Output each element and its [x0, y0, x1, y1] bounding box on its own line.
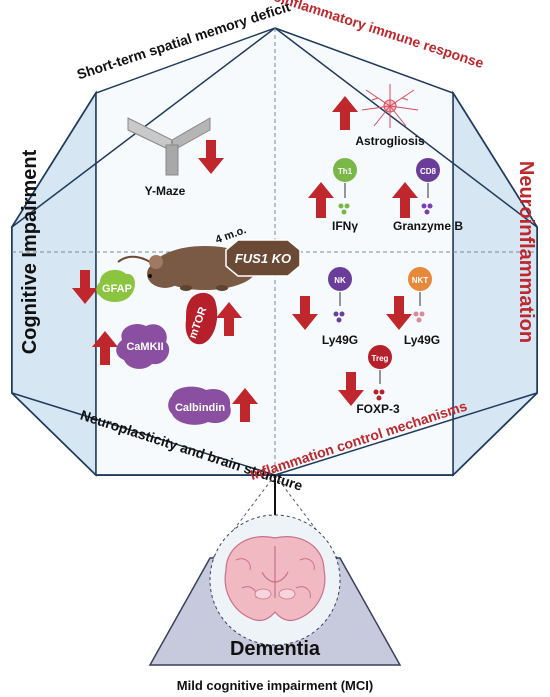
mtor-protein-icon: mTOR: [185, 292, 218, 345]
frame-line: [274, 27, 538, 228]
y-maze-label: Y-Maze: [145, 184, 186, 198]
camkii-protein-icon: CaMKII: [116, 323, 170, 369]
nkt-down-arrow: [386, 296, 412, 330]
gfap-down-arrow: [72, 270, 98, 304]
nk-cell-icon: NK: [328, 267, 352, 291]
astrogliosis-up-arrow: [332, 96, 358, 130]
camkii-up-arrow: [92, 331, 118, 365]
nk-ly49g-molecules-icon: [333, 311, 345, 323]
calbindin-up-arrow: [232, 388, 258, 422]
treg-cell-icon: Treg: [368, 345, 392, 369]
frame-line: [274, 392, 538, 476]
nkt-cell-label: NKT: [412, 276, 429, 285]
mci-caption: Mild cognitive impairment (MCI): [177, 678, 373, 693]
foxp3-label: FOXP-3: [356, 402, 400, 416]
cd8-cell-label: CD8: [420, 167, 437, 176]
gfap-protein-icon: GFAP: [96, 269, 135, 302]
granzyme-molecules-icon: [421, 203, 433, 215]
nkt-ly49g-label: Ly49G: [404, 333, 440, 347]
th1-cell-label: Th1: [338, 167, 353, 176]
ifng-molecules-icon: [338, 203, 350, 215]
brain-section-icon: [224, 536, 326, 622]
gfap-label: GFAP: [102, 283, 132, 295]
foxp3-molecules-icon: [373, 389, 385, 401]
side-label-neuroinflammation: Neuroinflammation: [515, 161, 537, 343]
granzyme-b-label: Granzyme B: [393, 219, 463, 233]
nk-ly49g-label: Ly49G: [322, 333, 358, 347]
nkt-ly49g-molecules-icon: [413, 311, 425, 323]
mtor-up-arrow: [216, 302, 242, 336]
treg-cell-label: Treg: [372, 354, 389, 363]
treg-down-arrow: [338, 372, 364, 406]
nk-down-arrow: [292, 296, 318, 330]
astrocyte-icon: [361, 84, 419, 128]
frame-line: [11, 392, 276, 476]
y-maze-down-arrow: [198, 140, 224, 174]
th1-up-arrow: [308, 182, 334, 218]
fus1-ko-label: FUS1 KO: [235, 251, 291, 266]
y-maze-icon: [127, 117, 211, 176]
fus1-ko-badge: FUS1 KO: [225, 239, 301, 277]
astrogliosis-label: Astrogliosis: [355, 134, 425, 148]
calbindin-label: Calbindin: [175, 402, 225, 414]
cd8-up-arrow: [392, 182, 418, 218]
nk-cell-label: NK: [334, 276, 346, 285]
nkt-cell-icon: NKT: [408, 267, 432, 291]
ifng-label: IFNγ: [332, 219, 358, 233]
th1-cell-icon: Th1: [333, 158, 357, 182]
side-label-cognitive-impairment: Cognitive Impairment: [19, 149, 41, 354]
dementia-label: Dementia: [230, 638, 321, 660]
calbindin-protein-icon: Calbindin: [168, 386, 231, 425]
cd8-cell-icon: CD8: [416, 158, 440, 182]
camkii-label: CaMKII: [126, 341, 163, 353]
